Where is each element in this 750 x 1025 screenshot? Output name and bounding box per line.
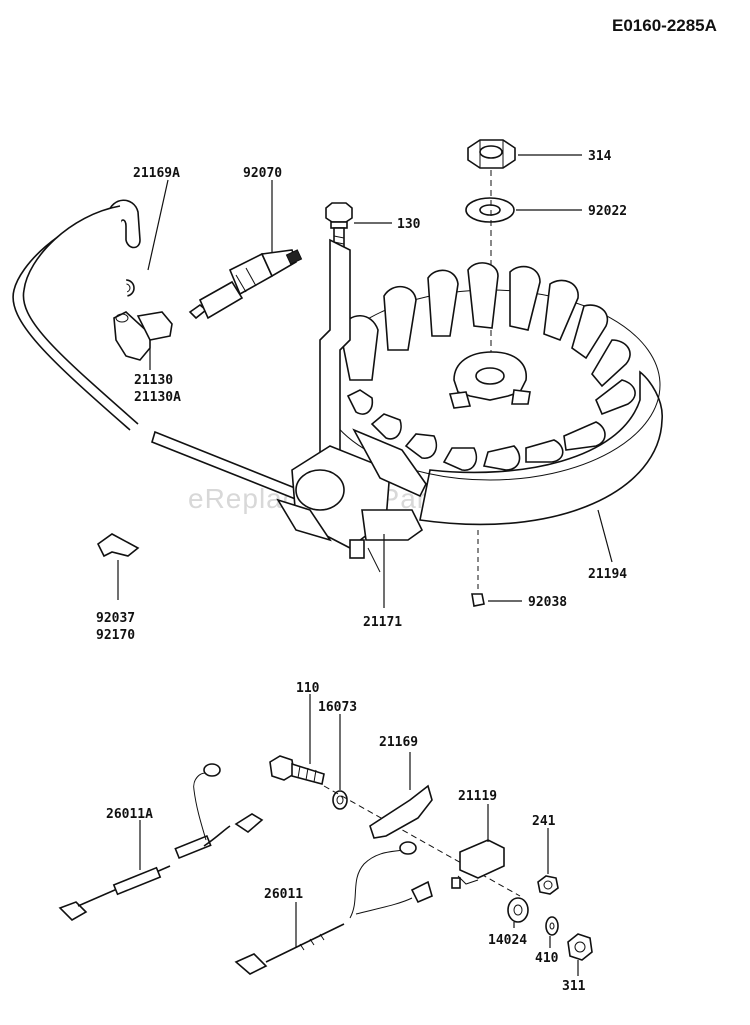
label-16073: 16073 [318,700,357,715]
washer-410 [545,916,559,936]
label-311: 311 [562,979,586,994]
spark-plug-92070 [188,249,303,320]
clip-92037 [96,533,140,558]
label-314: 314 [588,149,612,164]
label-92170: 92170 [96,628,135,643]
switch-21119 [451,839,505,889]
label-92038: 92038 [528,595,567,610]
bracket-21169 [369,784,433,839]
label-241: 241 [532,814,556,829]
wire-26011 [234,841,433,975]
label-110: 110 [296,681,320,696]
collar-14024 [507,897,529,923]
label-92070: 92070 [243,166,282,181]
label-92022: 92022 [588,204,627,219]
label-21119: 21119 [458,789,497,804]
leader-21194 [597,509,613,563]
label-92037: 92037 [96,611,135,626]
label-21130A: 21130A [134,390,181,405]
nut-241 [537,875,559,895]
label-130: 130 [397,217,421,232]
plug-cap-21130 [113,311,173,361]
label-21169A: 21169A [133,166,180,181]
label-21169: 21169 [379,735,418,750]
label-21171: 21171 [363,615,402,630]
flywheel-21194 [319,262,663,526]
leader-21169A [147,179,169,271]
key-92038 [471,593,485,607]
label-21194: 21194 [588,567,627,582]
wire-26011A [58,763,264,921]
diagram-code: E0160-2285A [612,16,717,35]
label-14024: 14024 [488,933,527,948]
washer-92022 [465,197,515,223]
ignition-coil-21171 [276,238,427,573]
nut-314 [467,139,516,169]
nut-311 [567,933,593,961]
label-26011A: 26011A [106,807,153,822]
bolt-110 [269,755,325,785]
label-21130: 21130 [134,373,173,388]
washer-16073 [332,790,348,810]
label-26011: 26011 [264,887,303,902]
label-410: 410 [535,951,559,966]
